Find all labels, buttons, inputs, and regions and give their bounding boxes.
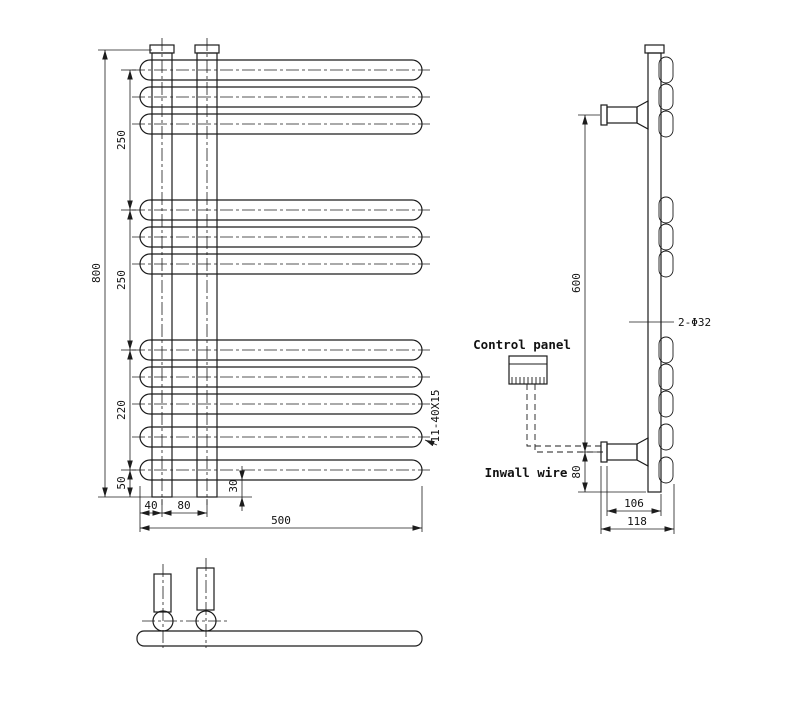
bracket-flare	[636, 99, 649, 131]
bar-spec-callout: 11-40X15	[424, 390, 442, 447]
dim-seg-top-label: 250	[115, 130, 128, 150]
wall-bracket-bottom	[600, 436, 649, 468]
bar-end	[658, 196, 674, 224]
dim-seg-lower-label: 220	[115, 400, 128, 420]
front-view: 800 250 250 220 50 40 80 500	[90, 38, 442, 532]
radiator-bars	[132, 59, 430, 481]
tube-diameter-callout: 2-Φ32	[629, 316, 711, 329]
bar-end	[658, 456, 674, 484]
dim-post-offset-label: 40	[144, 499, 157, 512]
dim-seg-bottom-label: 50	[115, 476, 128, 489]
control-panel: Control panel Inwall wire	[473, 337, 603, 480]
control-panel-terminals	[511, 377, 545, 384]
radiator-posts	[149, 38, 220, 505]
inwall-wire-line	[526, 384, 603, 447]
dim-post-spacing-label: 80	[177, 499, 190, 512]
dim-overall-height-label: 800	[90, 263, 103, 283]
bar-end	[658, 56, 674, 84]
bar-end	[658, 336, 674, 364]
front-dimensions-left: 800 250 250 220 50	[90, 49, 252, 498]
bottom-view	[136, 558, 423, 648]
dim-depth-overall-label: 118	[627, 515, 647, 528]
bracket-arm	[606, 106, 638, 124]
side-rail	[644, 44, 665, 493]
dim-depth-inner-label: 106	[624, 497, 644, 510]
front-dimensions-bottom: 40 80 500 30	[139, 466, 423, 532]
control-panel-label: Control panel	[473, 337, 571, 352]
bar-end	[658, 110, 674, 138]
dim-overall-width-label: 500	[271, 514, 291, 527]
dim-bar-drop-label: 30	[227, 479, 240, 492]
bracket-flare	[636, 436, 649, 468]
side-bar-ends	[658, 56, 674, 484]
tube-top-view	[196, 567, 215, 611]
bar-end	[658, 423, 674, 451]
bar-top-view	[136, 630, 423, 647]
wall-bracket-top	[600, 99, 649, 131]
tube-diameter-label: 2-Φ32	[678, 316, 711, 329]
bracket-wall-plate	[600, 104, 608, 126]
dim-bottom-height-label: 80	[570, 465, 583, 478]
inwall-wire-line	[534, 384, 603, 453]
dim-seg-mid-label: 250	[115, 270, 128, 290]
dim-bracket-span-label: 600	[570, 273, 583, 293]
side-dimensions: 600 80 106 118	[570, 114, 675, 534]
tube-top-view	[153, 573, 172, 613]
bar-end	[658, 83, 674, 111]
inwall-wire-label: Inwall wire	[485, 465, 568, 480]
bar-end	[658, 250, 674, 278]
bar-end	[658, 363, 674, 391]
rail	[647, 52, 662, 493]
bar-end	[658, 390, 674, 418]
rail-cap	[644, 44, 665, 54]
bracket-arm	[606, 443, 638, 461]
side-view: 600 80 106 118 2-Φ32	[570, 44, 711, 534]
bar-spec-label: 11-40X15	[429, 390, 442, 443]
bar-end	[658, 223, 674, 251]
